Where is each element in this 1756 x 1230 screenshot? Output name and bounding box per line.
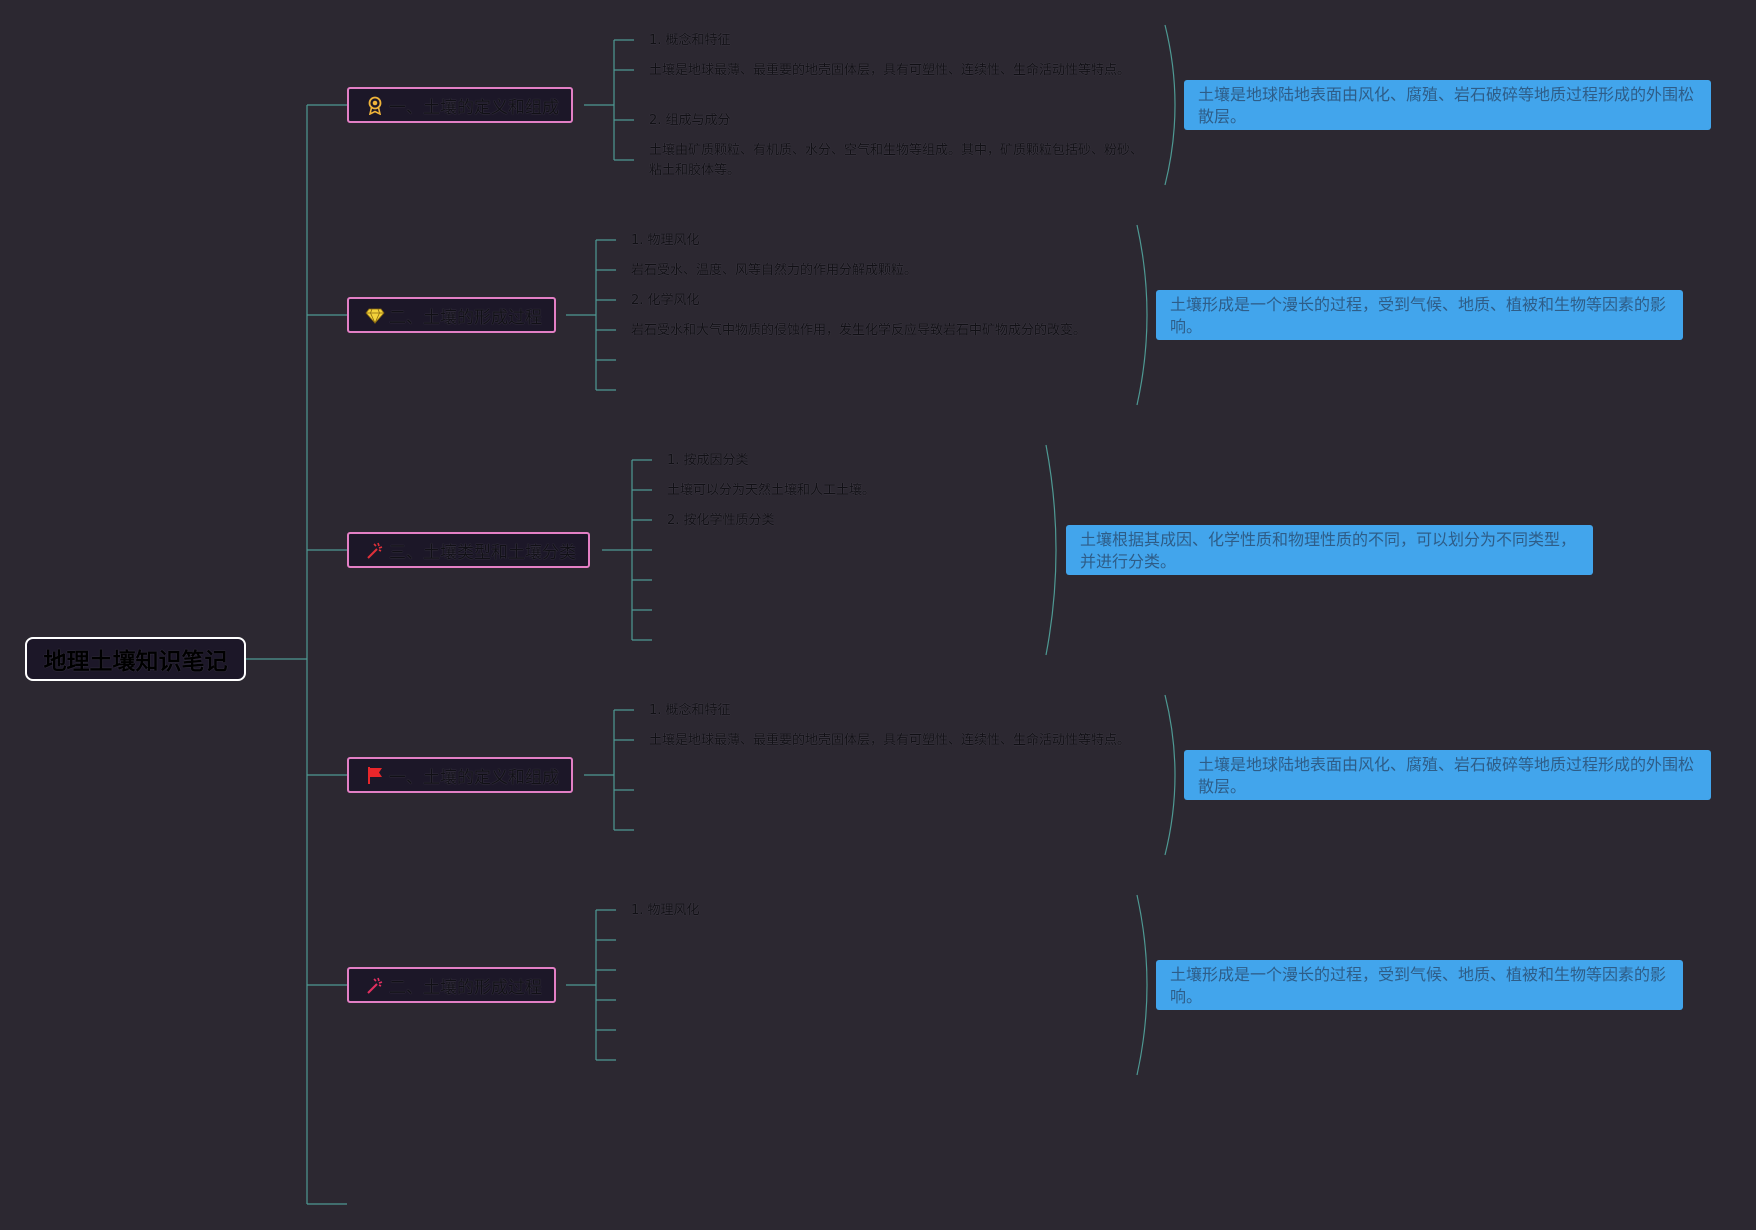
leaf-item[interactable]: 土壤由矿质颗粒、有机质、水分、空气和生物等组成。其中，矿质颗粒包括砂、粉砂、粘土…	[649, 143, 1144, 178]
summary-brace-2	[1136, 224, 1148, 406]
leaf-item[interactable]: 1. 按成因分类	[667, 453, 749, 468]
leaf-item[interactable]: 土壤可以分为天然土壤和人工土壤。	[667, 483, 876, 498]
summary-brace-3	[1045, 444, 1057, 656]
summary-box-5[interactable]: 土壤形成是一个漫长的过程，受到气候、地质、植被和生物等因素的影响。	[1156, 960, 1683, 1010]
diamond-icon	[365, 305, 385, 325]
summary-box-1[interactable]: 土壤是地球陆地表面由风化、腐殖、岩石破碎等地质过程形成的外围松散层。	[1184, 80, 1711, 130]
award-ribbon-icon	[365, 95, 385, 115]
root-topic[interactable]: 地理土壤知识笔记	[25, 637, 246, 681]
leaf-item[interactable]: 1. 概念和特征	[649, 703, 731, 718]
sparkle-wand-icon	[365, 975, 385, 995]
branch-label: 三、土壤类型和土壤分类	[389, 542, 576, 563]
flag-icon	[365, 765, 385, 785]
branch-topic-1[interactable]: 一、土壤的定义和组成	[347, 87, 573, 123]
leaf-item[interactable]: 2. 按化学性质分类	[667, 513, 775, 528]
summary-brace-4	[1164, 694, 1176, 856]
leaf-item[interactable]: 岩石受水、温度、风等自然力的作用分解成颗粒。	[631, 263, 918, 278]
leaf-item[interactable]: 1. 概念和特征	[649, 33, 731, 48]
sparkle-wand-icon	[365, 540, 385, 560]
branch-topic-3[interactable]: 三、土壤类型和土壤分类	[347, 532, 590, 568]
branch-topic-4[interactable]: 一、土壤的定义和组成	[347, 757, 573, 793]
summary-box-2[interactable]: 土壤形成是一个漫长的过程，受到气候、地质、植被和生物等因素的影响。	[1156, 290, 1683, 340]
leaf-item[interactable]: 1. 物理风化	[631, 903, 700, 918]
leaf-item[interactable]: 土壤是地球最薄、最重要的地壳固体层，具有可塑性、连续性、生命活动性等特点。	[649, 63, 1131, 78]
summary-brace-5	[1136, 894, 1148, 1076]
leaf-item[interactable]: 2. 化学风化	[631, 293, 700, 308]
branch-label: 一、土壤的定义和组成	[389, 97, 559, 118]
leaf-item[interactable]: 2. 组成与成分	[649, 113, 731, 128]
summary-brace-1	[1164, 24, 1176, 186]
leaf-item[interactable]: 1. 物理风化	[631, 233, 700, 248]
leaf-item[interactable]: 土壤是地球最薄、最重要的地壳固体层，具有可塑性、连续性、生命活动性等特点。	[649, 733, 1131, 748]
branch-label: 二、土壤的形成过程	[389, 307, 542, 328]
branch-label: 一、土壤的定义和组成	[389, 767, 559, 788]
summary-box-4[interactable]: 土壤是地球陆地表面由风化、腐殖、岩石破碎等地质过程形成的外围松散层。	[1184, 750, 1711, 800]
summary-box-3[interactable]: 土壤根据其成因、化学性质和物理性质的不同，可以划分为不同类型，并进行分类。	[1066, 525, 1593, 575]
root-title: 地理土壤知识笔记	[43, 649, 228, 675]
leaf-item[interactable]: 岩石受水和大气中物质的侵蚀作用，发生化学反应导致岩石中矿物成分的改变。	[631, 323, 1087, 338]
branch-topic-5[interactable]: 二、土壤的形成过程	[347, 967, 556, 1003]
branch-label: 二、土壤的形成过程	[389, 977, 542, 998]
branch-topic-2[interactable]: 二、土壤的形成过程	[347, 297, 556, 333]
